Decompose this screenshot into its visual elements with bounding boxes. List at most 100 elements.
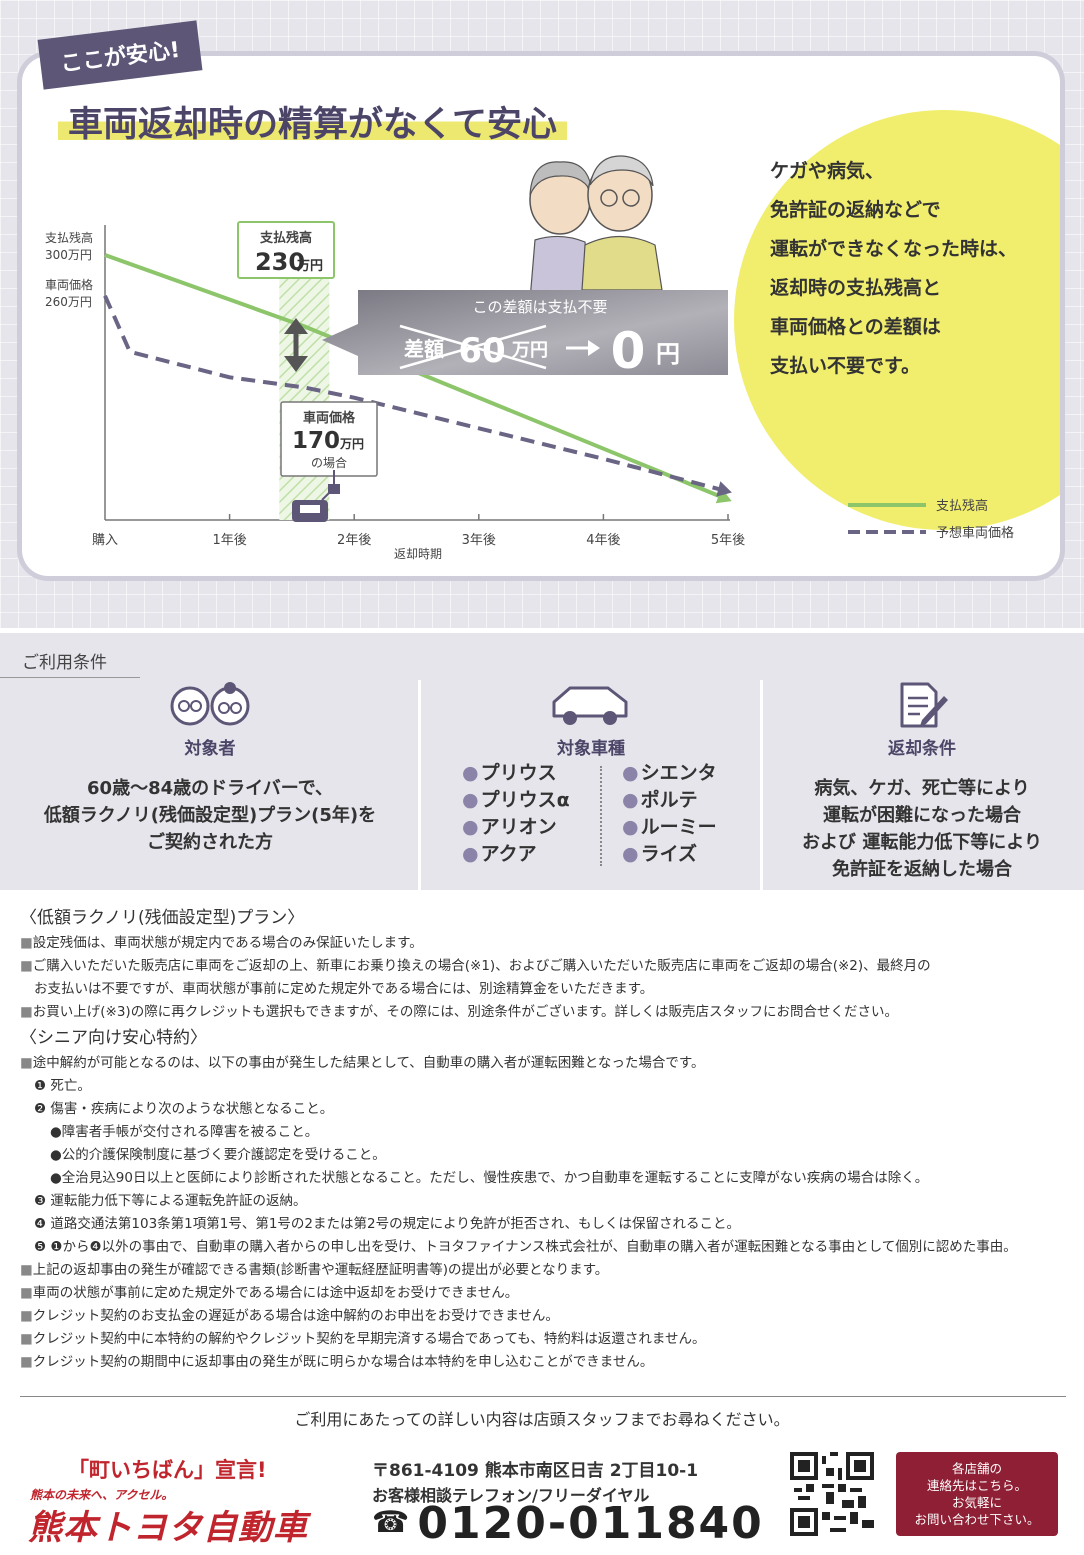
series-price-line — [103, 294, 729, 494]
x-tick-label: 1年後 — [212, 533, 246, 548]
column-divider-1 — [418, 680, 421, 890]
numbered-item-3: ❸ 運転能力低下等による運転免許証の返納。 — [34, 1193, 307, 1209]
return-column: 返却条件 病気、ケガ、死亡等により 運転が困難になった場合 および 運転能力低下… — [764, 680, 1080, 885]
target-column: 対象者 60歳〜84歳のドライバーで、 低額ラクノリ(残価設定型)プラン(5年)… — [20, 680, 400, 885]
note-item: クレジット契約中に本特約の解約やクレジット契約を早期完済する場合であっても、特約… — [20, 1328, 1070, 1351]
y-value-price: 260万円 — [45, 295, 92, 309]
notes-heading-senior: 〈シニア向け安心特約〉 — [20, 1028, 207, 1048]
x-tick-label: 5年後 — [711, 533, 745, 548]
note-text: クレジット契約の期間中に返却事由の発生が既に明らかな場合は本特約を申し込むことが… — [32, 1354, 654, 1370]
note-item: クレジット契約のお支払金の遅延がある場合は途中解約のお申出をお受けできません。 — [20, 1305, 1070, 1328]
note-text: 車両の状態が事前に定めた規定外である場合には途中返却をお受けできません。 — [32, 1285, 519, 1301]
model-item: ルーミー — [622, 814, 717, 841]
contact-note: ご利用にあたっての詳しい内容は店頭スタッフまでお尋ねください。 — [294, 1410, 790, 1429]
target-line-3: ご契約された方 — [147, 832, 273, 853]
conditions-tab: ご利用条件 — [0, 640, 140, 678]
target-line-2: 低額ラクノリ(残価設定型)プラン(5年)を — [43, 805, 377, 826]
difference-arrow — [284, 318, 308, 372]
contact-box-line: 各店舗の — [951, 1461, 1002, 1476]
return-text: 病気、ケガ、死亡等により 運転が困難になった場合 および 運転能力低下等により … — [764, 775, 1080, 883]
phone-number-text: 0120-011840 — [417, 1498, 764, 1549]
legend-price-label: 予想車両価格 — [936, 525, 1014, 541]
price-callout-value: 170 — [292, 428, 340, 454]
note-text: 上記の返却事由の発生が確認できる書類(診断書や運転経歴証明書等)の提出が必要とな… — [32, 1262, 609, 1278]
strike-line-2 — [399, 324, 547, 370]
return-line-1: 病気、ケガ、死亡等により — [814, 778, 1030, 799]
note-item: お買い上げ(※3)の際に再クレジットも選択もできますが、その際には、別途条件がご… — [20, 1001, 1070, 1024]
return-line-3: および 運転能力低下等により — [802, 832, 1042, 853]
contact-box-line: お問い合わせ下さい。 — [914, 1512, 1040, 1527]
contact-box-line: 連絡先はこちら。 — [926, 1478, 1027, 1493]
address: 〒861-4109 熊本市南区日吉 2丁目10-1 — [372, 1461, 699, 1481]
balance-callout-value: 230 — [255, 248, 305, 276]
notes: 〈低額ラクノリ(残価設定型)プラン〉 設定残価は、車両状態が規定内である場合のみ… — [20, 904, 1070, 1374]
note-item-continued: お支払いは不要ですが、車両状態が事前に定めた規定外である場合には、別途精算金をい… — [34, 981, 654, 997]
return-line-4: 免許証を返納した場合 — [832, 859, 1012, 880]
models-list-left: プリウス プリウスα アリオン アクア — [462, 760, 570, 868]
column-divider-2 — [760, 680, 763, 890]
models-list-right: シエンタ ポルテ ルーミー ライズ — [622, 760, 717, 868]
balance-callout: 支払残高 230 万円 — [237, 221, 335, 279]
slogan: 「町いちばん」宣言! — [68, 1458, 267, 1482]
numbered-item-2: ❷ 傷害・疾病により次のような状態となること。 — [34, 1101, 334, 1117]
yellow-line-5: 車両価格との差額は — [770, 316, 941, 338]
difference-after-value: 0 — [611, 322, 646, 380]
models-separator — [600, 766, 602, 866]
notes-heading-plan: 〈低額ラクノリ(残価設定型)プラン〉 — [20, 908, 305, 928]
yellow-line-1: ケガや病気、 — [770, 160, 885, 182]
x-tick-label: 4年後 — [586, 533, 620, 548]
note-text: クレジット契約中に本特約の解約やクレジット契約を早期完済する場合であっても、特約… — [32, 1331, 706, 1347]
note-text: ご購入いただいた販売店に車両をご返却の上、新車にお乗り換えの場合(※1)、および… — [32, 958, 931, 974]
price-callout-suffix: の場合 — [311, 455, 347, 470]
freedial-icon: ☎ — [372, 1505, 412, 1540]
note-item: クレジット契約の期間中に返却事由の発生が既に明らかな場合は本特約を申し込むことが… — [20, 1351, 1070, 1374]
x-tick-label: 購入 — [92, 533, 118, 548]
models-title: 対象車種 — [557, 739, 625, 759]
balance-callout-label: 支払残高 — [259, 230, 312, 246]
bullet-item-3: ●全治見込90日以上と医師により診断された状態となること。ただし、慢性疾患で、か… — [50, 1170, 929, 1186]
target-line-1: 60歳〜84歳のドライバーで、 — [87, 778, 333, 799]
to-arrow-head — [588, 340, 600, 356]
document-pen-icon — [900, 682, 948, 728]
tagline: 熊本の未来へ、アクセル。 — [30, 1488, 174, 1502]
series-balance-arrow — [715, 488, 732, 504]
legend: 支払残高 予想車両価格 — [848, 498, 1014, 541]
yellow-line-4: 返却時の支払残高と — [770, 277, 942, 299]
headline: 車両返却時の精算がなくて安心 — [58, 96, 567, 145]
difference-banner: この差額は支払不要 差額 60 万円 0 円 — [322, 290, 728, 380]
footer: 「町いちばん」宣言! 熊本の未来へ、アクセル。 熊本トヨタ自動車 〒861-41… — [0, 1440, 1084, 1555]
y-label-price: 車両価格 — [45, 277, 93, 292]
difference-before-value: 60 — [458, 331, 505, 371]
series-price-arrow — [716, 481, 732, 497]
contact-box-line: お気軽に — [951, 1495, 1002, 1510]
car-icon — [552, 686, 628, 725]
x-tick-label: 2年後 — [337, 533, 371, 548]
target-title: 対象者 — [184, 739, 236, 759]
y-value-balance: 300万円 — [45, 248, 92, 262]
series-balance-line — [104, 253, 729, 502]
difference-after-unit: 円 — [656, 340, 680, 368]
models-column: 対象車種 — [420, 680, 762, 885]
target-text: 60歳〜84歳のドライバーで、 低額ラクノリ(残価設定型)プラン(5年)を ご契… — [20, 775, 400, 856]
model-item: ポルテ — [622, 787, 717, 814]
bullet-item-1: ●障害者手帳が交付される障害を被ること。 — [50, 1124, 319, 1140]
yellow-circle — [734, 110, 1060, 530]
phone-number[interactable]: ☎0120-011840 — [372, 1498, 764, 1549]
qr-code[interactable] — [790, 1452, 874, 1536]
note-item: ご購入いただいた販売店に車両をご返却の上、新車にお乗り換えの場合(※1)、および… — [20, 955, 1070, 978]
note-item: 車両の状態が事前に定めた規定外である場合には途中返却をお受けできません。 — [20, 1282, 1070, 1305]
difference-before-unit: 万円 — [511, 340, 548, 361]
tel-label: お客様相談テレフォン/フリーダイヤル — [372, 1486, 650, 1505]
legend-balance-label: 支払残高 — [936, 498, 988, 514]
x-tick-label: 3年後 — [462, 533, 496, 548]
numbered-item-5: ❺ ❶から❹以外の事由で、自動車の購入者からの申し出を受け、トヨタファイナンス株… — [34, 1239, 1017, 1255]
numbered-item-4: ❹ 道路交通法第103条第1項第1号、第1号の2または第2号の規定により免許が拒… — [34, 1216, 740, 1232]
contact-box: 各店舗の 連絡先はこちら。 お気軽に お問い合わせ下さい。 — [896, 1452, 1058, 1536]
return-line-2: 運転が困難になった場合 — [823, 805, 1021, 826]
note-item: 上記の返却事由の発生が確認できる書類(診断書や運転経歴証明書等)の提出が必要とな… — [20, 1259, 1070, 1282]
note-text: クレジット契約のお支払金の遅延がある場合は途中解約のお申出をお受けできません。 — [32, 1308, 559, 1324]
note-item: 設定残価は、車両状態が規定内である場合のみ保証いたします。 — [20, 932, 1070, 955]
model-item: シエンタ — [622, 760, 717, 787]
model-item: プリウスα — [462, 787, 570, 814]
